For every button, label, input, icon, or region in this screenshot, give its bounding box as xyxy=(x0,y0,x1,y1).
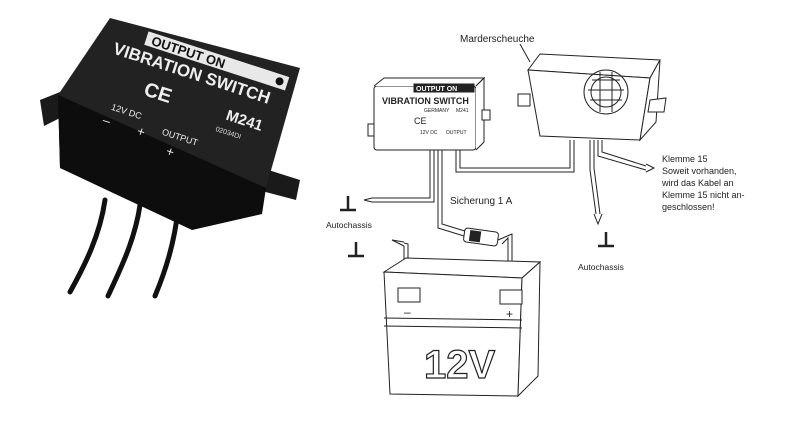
klemme15-line-4: Klemme 15 nicht an- xyxy=(662,190,745,200)
module-12vdc-label: 12V DC xyxy=(420,130,438,136)
battery-voltage-label: 12V xyxy=(424,343,495,387)
photo-plus-label-1: + xyxy=(135,123,147,140)
output-on-box xyxy=(144,31,290,91)
product-photo: OUTPUT ON VIBRATION SWITCH M241 CE 02034… xyxy=(40,18,300,299)
wiring-diagram: Marderscheuche OUTPUT ON VIBRATION SWITC… xyxy=(326,34,745,398)
klemme15-line-3: wird das Kabel an xyxy=(661,178,734,188)
klemme15-line-1: Klemme 15 xyxy=(662,154,708,164)
klemme15-line-2: Soweit vorhanden, xyxy=(662,166,737,176)
switch-module xyxy=(367,76,491,151)
module-model-label: M241 xyxy=(456,108,469,114)
wire-output xyxy=(455,140,575,173)
wire-klemme15 xyxy=(597,140,647,171)
case-top xyxy=(58,18,300,188)
ground-symbol-battery xyxy=(348,242,364,258)
battery xyxy=(382,257,542,398)
wire-ground-left xyxy=(372,150,431,199)
arrow-battery-minus xyxy=(391,239,405,247)
arrow-autochassis-left xyxy=(363,197,373,203)
wire-ground-right xyxy=(589,140,597,215)
photo-plus-label-2: + xyxy=(164,143,176,160)
autochassis-left-label: Autochassis xyxy=(326,220,372,230)
battery-minus-label: – xyxy=(404,305,411,319)
module-title-label: VIBRATION SWITCH xyxy=(382,96,469,106)
case-front xyxy=(58,95,266,230)
sicherung-label: Sicherung 1 A xyxy=(450,196,513,207)
klemme15-line-5: geschlossen! xyxy=(662,202,715,212)
module-ce-mark: CE xyxy=(414,116,427,126)
module-output-label: OUTPUT xyxy=(446,130,467,136)
klemme15-note: Klemme 15 Soweit vorhanden, wird das Kab… xyxy=(661,154,745,212)
marderscheuche-label: Marderscheuche xyxy=(460,34,535,45)
module-output-on-label: OUTPUT ON xyxy=(416,86,457,93)
autochassis-right-label: Autochassis xyxy=(578,262,624,272)
ground-symbol-left xyxy=(340,196,356,212)
speaker-icon xyxy=(583,69,629,115)
led-icon xyxy=(275,77,284,86)
arrow-autochassis-right xyxy=(593,213,603,226)
ground-symbol-right xyxy=(598,232,614,248)
module-germany-label: GERMANY xyxy=(424,108,450,114)
marderscheuche-box xyxy=(517,53,667,142)
arrow-klemme15 xyxy=(645,163,656,173)
battery-plus-label: + xyxy=(506,307,513,321)
wire-12v xyxy=(437,150,465,237)
